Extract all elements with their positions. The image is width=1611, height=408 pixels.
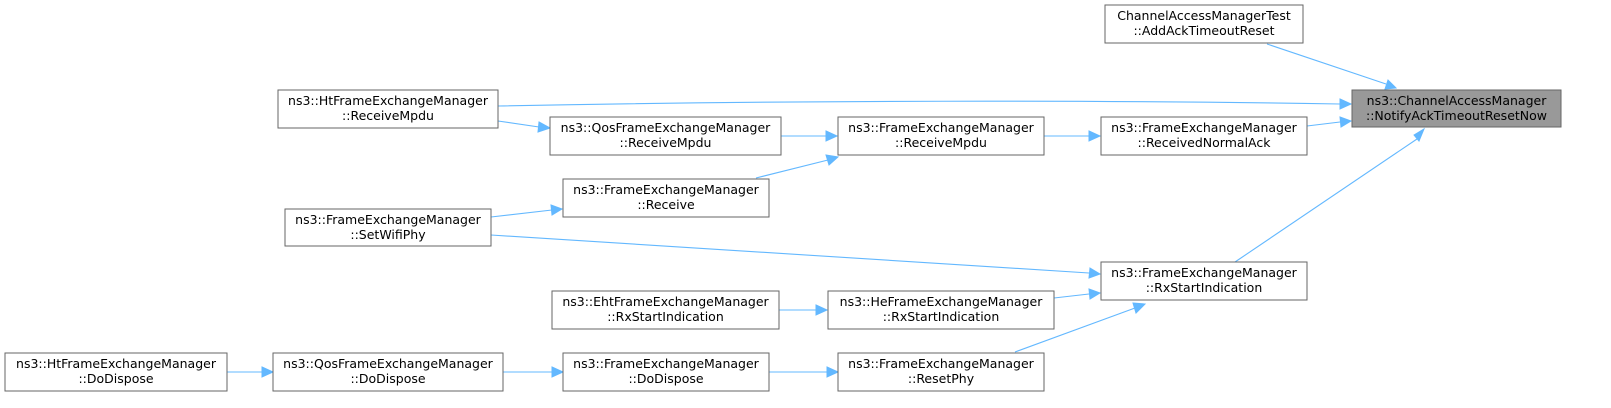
node-htframeexchangemanager-dodispose[interactable]: ns3::HtFrameExchangeManager ::DoDispose	[4, 352, 228, 392]
node-htframeexchangemanager-receivempdu[interactable]: ns3::HtFrameExchangeManager ::ReceiveMpd…	[277, 89, 499, 129]
svg-text:::RxStartIndication: ::RxStartIndication	[1146, 280, 1263, 295]
svg-text:ns3::FrameExchangeManager: ns3::FrameExchangeManager	[1111, 265, 1297, 280]
node-frameexchangemanager-rxstartindication[interactable]: ns3::FrameExchangeManager ::RxStartIndic…	[1100, 261, 1308, 301]
node-qosframeexchangemanager-receivempdu[interactable]: ns3::QosFrameExchangeManager ::ReceiveMp…	[549, 116, 782, 156]
node-frameexchangemanager-resetphy[interactable]: ns3::FrameExchangeManager ::ResetPhy	[837, 352, 1045, 392]
edge-resetphy-to-fem-rxstartindication	[1014, 302, 1147, 353]
svg-text:::RxStartIndication: ::RxStartIndication	[883, 309, 1000, 324]
node-channelaccessmanager-notifyacktimeoutresetnow[interactable]: ns3::ChannelAccessManager ::NotifyAckTim…	[1351, 89, 1562, 128]
svg-text:::Receive: ::Receive	[637, 197, 695, 212]
svg-text:ns3::HtFrameExchangeManager: ns3::HtFrameExchangeManager	[16, 356, 217, 371]
svg-text:ns3::FrameExchangeManager: ns3::FrameExchangeManager	[1111, 120, 1297, 135]
edge-fem-receive-to-fem-receivempdu	[755, 154, 840, 179]
edge-receivednormalack-to-root	[1306, 116, 1353, 128]
node-frameexchangemanager-receivednormalack[interactable]: ns3::FrameExchangeManager ::ReceivedNorm…	[1100, 116, 1308, 156]
node-frameexchangemanager-receivempdu[interactable]: ns3::FrameExchangeManager ::ReceiveMpdu	[837, 116, 1045, 156]
svg-text:ns3::ChannelAccessManager: ns3::ChannelAccessManager	[1367, 93, 1548, 108]
node-channelaccessmanagertest-addacktimeoutreset[interactable]: ChannelAccessManagerTest ::AddAckTimeout…	[1104, 4, 1304, 44]
svg-text:ns3::QosFrameExchangeManager: ns3::QosFrameExchangeManager	[283, 356, 493, 371]
edge-rxstartindication-to-root	[1234, 127, 1426, 263]
svg-text:::ReceiveMpdu: ::ReceiveMpdu	[895, 135, 987, 150]
node-frameexchangemanager-receive[interactable]: ns3::FrameExchangeManager ::Receive	[562, 178, 770, 218]
svg-text:ns3::FrameExchangeManager: ns3::FrameExchangeManager	[848, 120, 1034, 135]
svg-text:::NotifyAckTimeoutResetNow: ::NotifyAckTimeoutResetNow	[1366, 108, 1547, 123]
svg-text:::RxStartIndication: ::RxStartIndication	[607, 309, 724, 324]
svg-text:::ReceiveMpdu: ::ReceiveMpdu	[342, 108, 434, 123]
svg-text:ns3::HtFrameExchangeManager: ns3::HtFrameExchangeManager	[288, 93, 489, 108]
edge-ht-dodispose-to-qos-dodispose	[227, 366, 275, 378]
svg-text:ns3::QosFrameExchangeManager: ns3::QosFrameExchangeManager	[561, 120, 771, 135]
node-frameexchangemanager-setwifiphy[interactable]: ns3::FrameExchangeManager ::SetWifiPhy	[284, 208, 492, 247]
svg-text:::AddAckTimeoutReset: ::AddAckTimeoutReset	[1133, 23, 1274, 38]
svg-text:ns3::FrameExchangeManager: ns3::FrameExchangeManager	[573, 182, 759, 197]
svg-text:ns3::HeFrameExchangeManager: ns3::HeFrameExchangeManager	[840, 294, 1044, 309]
node-frameexchangemanager-dodispose[interactable]: ns3::FrameExchangeManager ::DoDispose	[562, 352, 770, 392]
svg-text:::DoDispose: ::DoDispose	[350, 371, 425, 386]
svg-text:ns3::FrameExchangeManager: ns3::FrameExchangeManager	[573, 356, 759, 371]
svg-text:ns3::FrameExchangeManager: ns3::FrameExchangeManager	[295, 212, 481, 227]
edge-he-rxstartindication-to-fem-rxstartindication	[1053, 288, 1102, 300]
svg-text:::ReceiveMpdu: ::ReceiveMpdu	[620, 135, 712, 150]
edge-eht-rxstartindication-to-he-rxstartindication	[779, 304, 829, 316]
svg-text:::DoDispose: ::DoDispose	[628, 371, 703, 386]
node-qosframeexchangemanager-dodispose[interactable]: ns3::QosFrameExchangeManager ::DoDispose	[272, 352, 504, 392]
edge-setwifiphy-to-rxstartindication	[490, 234, 1102, 279]
svg-text:::ReceivedNormalAck: ::ReceivedNormalAck	[1138, 135, 1272, 150]
edge-qos-receivempdu-to-fem-receivempdu	[781, 130, 839, 142]
svg-text:::SetWifiPhy: ::SetWifiPhy	[350, 227, 426, 242]
node-ehtframeexchangemanager-rxstartindication[interactable]: ns3::EhtFrameExchangeManager ::RxStartIn…	[551, 290, 780, 330]
svg-text:ns3::FrameExchangeManager: ns3::FrameExchangeManager	[848, 356, 1034, 371]
edge-ht-receivempdu-to-root	[497, 98, 1353, 110]
svg-text:::DoDispose: ::DoDispose	[78, 371, 153, 386]
svg-text:ns3::EhtFrameExchangeManager: ns3::EhtFrameExchangeManager	[562, 294, 769, 309]
edge-fem-dodispose-to-resetphy	[769, 366, 840, 378]
node-heframeexchangemanager-rxstartindication[interactable]: ns3::HeFrameExchangeManager ::RxStartInd…	[827, 290, 1055, 330]
edge-qos-dodispose-to-fem-dodispose	[503, 366, 565, 378]
svg-text:ChannelAccessManagerTest: ChannelAccessManagerTest	[1117, 8, 1291, 23]
edge-test-to-root	[1266, 43, 1398, 90]
edge-setwifiphy-to-receive	[490, 204, 564, 218]
edge-fem-receivempdu-to-receivednormalack	[1044, 130, 1102, 142]
svg-text:::ResetPhy: ::ResetPhy	[908, 371, 975, 386]
edge-ht-receivempdu-to-qos-receivempdu	[497, 120, 552, 133]
